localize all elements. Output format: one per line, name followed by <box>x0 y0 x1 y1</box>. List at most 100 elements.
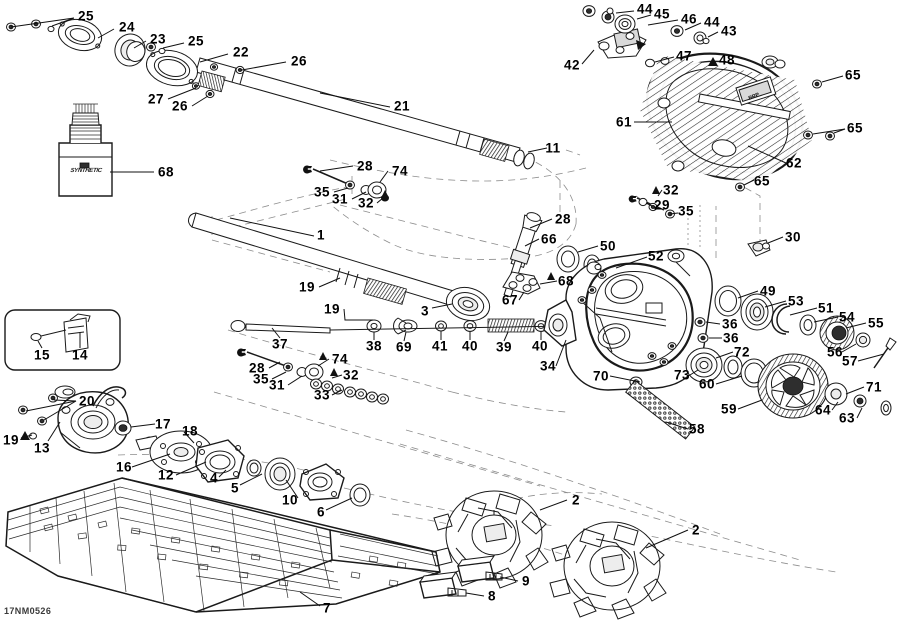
callout-7: 7 <box>322 600 332 616</box>
callout-67: 67 <box>501 292 519 308</box>
callout-14: 14 <box>71 347 89 363</box>
callout-64: 64 <box>814 402 832 418</box>
callout-6: 6 <box>316 504 326 520</box>
callout-10: 10 <box>281 492 299 508</box>
callout-32-c: 32 <box>342 367 360 383</box>
callout-45: 45 <box>653 6 671 22</box>
callout-44-a: 44 <box>636 1 654 17</box>
callout-49: 49 <box>759 283 777 299</box>
slider-8 <box>418 571 467 599</box>
callout-56: 56 <box>826 344 844 360</box>
callout-30: 30 <box>784 229 802 245</box>
callout-25-a: 25 <box>77 8 95 24</box>
callout-5: 5 <box>230 480 240 496</box>
callout-28-a: 28 <box>356 158 374 174</box>
callout-48: 48 <box>718 52 736 68</box>
bolt-assembly-lower <box>237 348 389 405</box>
callout-18: 18 <box>181 423 199 439</box>
callout-8: 8 <box>487 588 497 604</box>
bolt-assembly-upper <box>303 165 389 202</box>
callout-27: 27 <box>147 91 165 107</box>
small-parts-row <box>230 317 567 335</box>
bolts-65 <box>735 79 835 192</box>
callout-26-a: 26 <box>290 53 308 69</box>
callout-22: 22 <box>232 44 250 60</box>
leader-lines <box>10 10 885 607</box>
callout-46: 46 <box>680 11 698 27</box>
callout-68-b: 68 <box>557 273 575 289</box>
callout-54: 54 <box>838 309 856 325</box>
callout-68-a: 68 <box>157 164 175 180</box>
callout-60: 60 <box>698 376 716 392</box>
callout-3: 3 <box>420 303 430 319</box>
callout-28-c: 28 <box>248 360 266 376</box>
callout-25-b: 25 <box>187 33 205 49</box>
right-gear-cluster <box>625 239 897 440</box>
callout-50: 50 <box>599 238 617 254</box>
diagram-watermark: 17NM0526 <box>4 606 52 616</box>
callout-71: 71 <box>865 379 883 395</box>
clip-69 <box>393 317 418 335</box>
callout-53: 53 <box>787 293 805 309</box>
callout-43: 43 <box>720 23 738 39</box>
callout-15: 15 <box>33 347 51 363</box>
callout-72: 72 <box>733 344 751 360</box>
callout-19-a: 19 <box>298 279 316 295</box>
shock-linkage-66 <box>502 212 555 298</box>
callout-66: 66 <box>540 231 558 247</box>
drive-wheel-2-a <box>431 490 549 589</box>
washer-41 <box>435 320 447 332</box>
callout-35-c: 35 <box>252 371 270 387</box>
callout-17: 17 <box>154 416 172 432</box>
callout-58: 58 <box>688 421 706 437</box>
callout-35-b: 35 <box>677 203 695 219</box>
oil-bottle-68 <box>58 103 113 197</box>
callout-34: 34 <box>539 358 557 374</box>
hub-housing <box>18 385 129 454</box>
callout-63: 63 <box>838 410 856 426</box>
callout-74-b: 74 <box>331 351 349 367</box>
callout-69: 69 <box>395 339 413 355</box>
callout-20: 20 <box>78 393 96 409</box>
bolts-26 <box>191 63 245 99</box>
callout-62: 62 <box>785 155 803 171</box>
callout-44-b: 44 <box>703 14 721 30</box>
callout-57: 57 <box>841 353 859 369</box>
callout-19-b: 19 <box>323 301 341 317</box>
callout-65-a: 65 <box>844 67 862 83</box>
track-7 <box>5 477 441 613</box>
callout-52: 52 <box>647 248 665 264</box>
callout-4: 4 <box>209 470 219 486</box>
callout-59: 59 <box>720 401 738 417</box>
callout-9: 9 <box>521 573 531 589</box>
callout-36-a: 36 <box>721 316 739 332</box>
callout-28-b: 28 <box>554 211 572 227</box>
bolts-25 <box>6 19 166 55</box>
callout-31-a: 31 <box>331 191 349 207</box>
drive-wheel-2-b <box>549 521 667 620</box>
callout-31-b: 31 <box>268 377 286 393</box>
callout-2-b: 2 <box>691 522 701 538</box>
washer-38 <box>366 319 382 333</box>
callout-1: 1 <box>316 227 326 243</box>
spring-39 <box>487 318 535 333</box>
callout-74-a: 74 <box>391 163 409 179</box>
callout-33: 33 <box>313 387 331 403</box>
callout-13: 13 <box>33 440 51 456</box>
callout-16: 16 <box>115 459 133 475</box>
lower-drive-shaft <box>188 212 491 322</box>
callout-51: 51 <box>817 300 835 316</box>
callout-61: 61 <box>615 114 633 130</box>
callout-35-a: 35 <box>313 184 331 200</box>
callout-23: 23 <box>149 31 167 47</box>
callout-65-c: 65 <box>753 173 771 189</box>
upper-drive-shaft-assembly <box>6 18 535 170</box>
washers-33 <box>310 378 389 405</box>
callout-38: 38 <box>365 338 383 354</box>
construction-lines <box>117 149 837 573</box>
callout-11: 11 <box>545 140 561 156</box>
callout-42: 42 <box>563 57 581 73</box>
oil-bottle-brand-text: SYNTHETIC <box>69 168 103 174</box>
